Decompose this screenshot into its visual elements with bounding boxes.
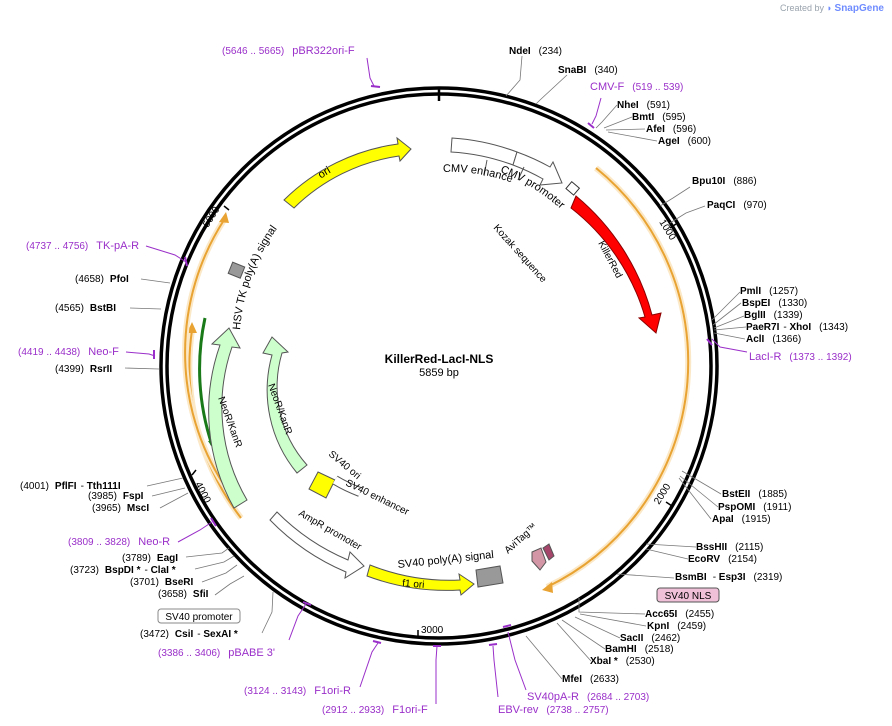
orf-arc-right xyxy=(546,167,690,588)
feature-cmv-enhancer[interactable] xyxy=(450,137,518,166)
label-sv40-ori: SV40 ori xyxy=(326,449,362,482)
svg-text:LacI-R(1373 .. 1392): LacI-R(1373 .. 1392) xyxy=(749,351,852,363)
svg-text:SacII(2462): SacII(2462) xyxy=(620,633,680,644)
feature-sv40-nls-marker[interactable] xyxy=(542,543,555,561)
svg-text:(3985)FspI: (3985)FspI xyxy=(88,491,144,502)
scale-3000: 3000 xyxy=(421,625,444,636)
svg-text:PspOMI(1911): PspOMI(1911) xyxy=(718,502,791,513)
svg-text:(3472)CsiI- SexAI *: (3472)CsiI- SexAI * xyxy=(140,629,238,640)
svg-text:EcoRV(2154): EcoRV(2154) xyxy=(688,554,757,565)
svg-text:AclI(1366): AclI(1366) xyxy=(746,334,801,345)
svg-text:BstEII(1885): BstEII(1885) xyxy=(722,489,787,500)
label-f1-ori: f1 ori xyxy=(402,578,425,591)
svg-text:(3789)EagI: (3789)EagI xyxy=(122,553,178,564)
svg-text:AfeI(596): AfeI(596) xyxy=(646,124,696,135)
sv40-nls-label: SV40 NLS xyxy=(665,591,712,602)
snapgene-credit: Created by ◗ SnapGene xyxy=(780,3,884,14)
svg-text:ApaI(1915): ApaI(1915) xyxy=(712,514,771,525)
svg-text:(4399)RsrII: (4399)RsrII xyxy=(55,364,112,375)
feature-kozak[interactable] xyxy=(565,181,581,196)
enzyme-pos: (234) xyxy=(539,46,562,57)
enzyme-labels: NdeI (234) SnaBI(340) NheI(591) BmtI(595)… xyxy=(20,46,848,685)
svg-text:(3386 .. 3406)pBABE 3': (3386 .. 3406)pBABE 3' xyxy=(158,647,275,659)
svg-text:XbaI *(2530): XbaI *(2530) xyxy=(590,656,655,667)
svg-text:(3809 .. 3828)Neo-R: (3809 .. 3828)Neo-R xyxy=(68,536,170,548)
svg-text:EBV-rev(2738 .. 2757): EBV-rev(2738 .. 2757) xyxy=(498,704,609,716)
svg-text:AgeI(600): AgeI(600) xyxy=(658,136,711,147)
feature-ampr-promoter[interactable] xyxy=(269,511,365,580)
svg-text:(4658)PfoI: (4658)PfoI xyxy=(75,274,129,285)
feature-sv40-enhancer[interactable] xyxy=(332,476,362,496)
svg-text:(3124 .. 3143)F1ori-R: (3124 .. 3143)F1ori-R xyxy=(244,685,351,697)
credit-prefix: Created by xyxy=(780,3,825,13)
svg-text:(3701)BseRI: (3701)BseRI xyxy=(130,577,193,588)
svg-text:(4001)PflFI- Tth111I: (4001)PflFI- Tth111I xyxy=(20,481,121,492)
plasmid-name: KillerRed-LacI-NLS xyxy=(385,352,494,366)
svg-text:CMV-F(519 .. 539): CMV-F(519 .. 539) xyxy=(590,81,683,93)
svg-text:(3723)BspDI *- ClaI *: (3723)BspDI *- ClaI * xyxy=(70,565,176,576)
svg-text:BamHI(2518): BamHI(2518) xyxy=(605,644,674,655)
label-kozak: Kozak sequence xyxy=(491,223,549,286)
orf-arrow-right xyxy=(542,582,553,593)
svg-text:NdeI(234): NdeI (234) xyxy=(509,46,562,57)
sv40-promoter-box[interactable] xyxy=(157,608,241,624)
plasmid-length: 5859 bp xyxy=(419,367,459,379)
svg-text:(4419 .. 4438)Neo-F: (4419 .. 4438)Neo-F xyxy=(18,346,119,358)
svg-text:(3965)MscI: (3965)MscI xyxy=(92,503,149,514)
label-sv40-enhancer: SV40 enhancer xyxy=(344,478,411,518)
svg-text:(4737 .. 4756)TK-pA-R: (4737 .. 4756)TK-pA-R xyxy=(26,240,139,252)
svg-text:KpnI(2459): KpnI(2459) xyxy=(647,621,706,632)
svg-text:SV40pA-R(2684 .. 2703): SV40pA-R(2684 .. 2703) xyxy=(527,691,649,703)
svg-text:(4565)BstBI: (4565)BstBI xyxy=(55,303,116,314)
feature-hsv-tk-polya[interactable] xyxy=(227,261,246,279)
svg-text:(5646 .. 5665)pBR322ori-F: (5646 .. 5665)pBR322ori-F xyxy=(222,45,355,57)
svg-text:PaqCI(970): PaqCI(970) xyxy=(707,200,767,211)
svg-text:BssHII(2115): BssHII(2115) xyxy=(696,542,763,553)
feature-f1-ori[interactable] xyxy=(366,564,475,596)
enzyme-name: NdeI xyxy=(509,46,531,57)
feature-sv40-polya[interactable] xyxy=(475,565,504,588)
leader-lines xyxy=(124,55,747,680)
orf-arc-left-outer xyxy=(184,219,225,486)
svg-text:Bpu10I(886): Bpu10I(886) xyxy=(692,176,757,187)
feature-neor-inner[interactable] xyxy=(262,336,308,474)
feature-avitag[interactable] xyxy=(531,547,547,571)
label-sv40-polya: SV40 poly(A) signal xyxy=(397,549,494,571)
primer-labels: (5646 .. 5665)pBR322ori-F CMV-F(519 .. 5… xyxy=(18,45,852,716)
feature-cmv-promoter[interactable] xyxy=(512,151,563,186)
feature-sv40-ori[interactable] xyxy=(308,471,336,499)
svg-text:BglII(1339): BglII(1339) xyxy=(744,310,803,321)
svg-text:Acc65I(2455): Acc65I(2455) xyxy=(645,609,714,620)
svg-text:MfeI(2633): MfeI(2633) xyxy=(562,674,619,685)
feature-killerred[interactable] xyxy=(570,195,662,334)
snapgene-logo-icon: ◗ xyxy=(826,3,833,13)
credit-brand: SnapGene xyxy=(834,3,884,14)
sv40-promoter-label: SV40 promoter xyxy=(165,612,233,623)
sv40-nls-box[interactable] xyxy=(656,587,720,603)
svg-text:(2912 .. 2933)F1ori-F: (2912 .. 2933)F1ori-F xyxy=(322,704,428,716)
svg-text:NheI(591): NheI(591) xyxy=(617,100,670,111)
svg-text:PmlI(1257): PmlI(1257) xyxy=(740,286,798,297)
feature-neor-outer[interactable] xyxy=(208,327,248,509)
svg-text:BsmBI- Esp3I(2319): BsmBI- Esp3I(2319) xyxy=(675,572,782,583)
svg-text:(3658)SfiI: (3658)SfiI xyxy=(158,589,209,600)
neo-orf-green xyxy=(198,317,214,446)
svg-text:BmtI(595): BmtI(595) xyxy=(632,112,686,123)
svg-text:SnaBI(340): SnaBI(340) xyxy=(558,65,618,76)
svg-text:BspEI(1330): BspEI(1330) xyxy=(742,298,807,309)
svg-text:PaeR7I- XhoI(1343): PaeR7I- XhoI(1343) xyxy=(746,322,848,333)
feature-ori[interactable] xyxy=(283,136,412,209)
primer-lines xyxy=(125,57,748,704)
